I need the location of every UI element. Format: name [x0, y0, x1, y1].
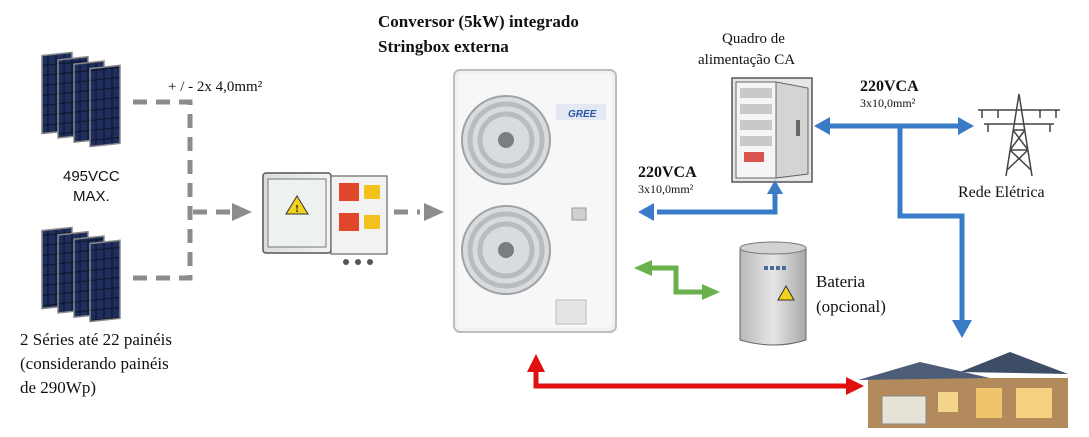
inverter-voltage-label: 220VCA [638, 164, 697, 181]
transmission-tower [978, 93, 1060, 177]
series-note-line2: (considerando painéis [20, 354, 169, 373]
inverter-cable-label: 3x10,0mm² [638, 182, 694, 196]
solar-panel-group-top [41, 51, 121, 148]
house-wiring [527, 354, 864, 395]
ac-wiring [657, 123, 965, 322]
ac-arrow-to-house [952, 320, 972, 338]
panel-cable-label: + / - 2x 4,0mm² [168, 79, 263, 95]
solar-panel-group-bottom [41, 226, 121, 323]
panel-voltage-line1: 495VCC [63, 168, 120, 185]
ac-distribution-panel [731, 77, 813, 183]
ac-arrow-to-panel [767, 180, 783, 194]
panel-voltage-line2: MAX. [73, 188, 110, 205]
dc-arrow-to-inverter [424, 203, 444, 221]
battery-label-line2: (opcional) [816, 297, 886, 316]
ac-arrow-from-grid [814, 117, 830, 135]
series-note-line1: 2 Séries até 22 painéis [20, 330, 173, 349]
grid-voltage-label: 220VCA [860, 78, 919, 95]
title-line1: Conversor (5kW) integrado [378, 12, 579, 31]
grid-label: Rede Elétrica [958, 184, 1045, 201]
title-line2: Stringbox externa [378, 37, 509, 56]
battery-label-line1: Bateria [816, 272, 866, 291]
battery-wiring [634, 260, 720, 300]
dc-wiring [133, 99, 420, 281]
house [858, 352, 1068, 428]
dc-arrow-to-stringbox [232, 203, 252, 221]
inverter-unit [453, 69, 617, 333]
gree-logo: GREE [568, 109, 597, 120]
svg-text:!: ! [295, 204, 298, 215]
ac-panel-line2: alimentação CA [698, 52, 796, 68]
stringbox: ! [262, 172, 388, 265]
battery-cabinet [739, 241, 807, 346]
ac-arrow-to-grid [958, 117, 974, 135]
grid-cable-label: 3x10,0mm² [860, 96, 916, 110]
ac-panel-line1: Quadro de [722, 31, 785, 47]
series-note-line3: de 290Wp) [20, 378, 97, 397]
ac-arrow-to-inverter [638, 203, 654, 221]
